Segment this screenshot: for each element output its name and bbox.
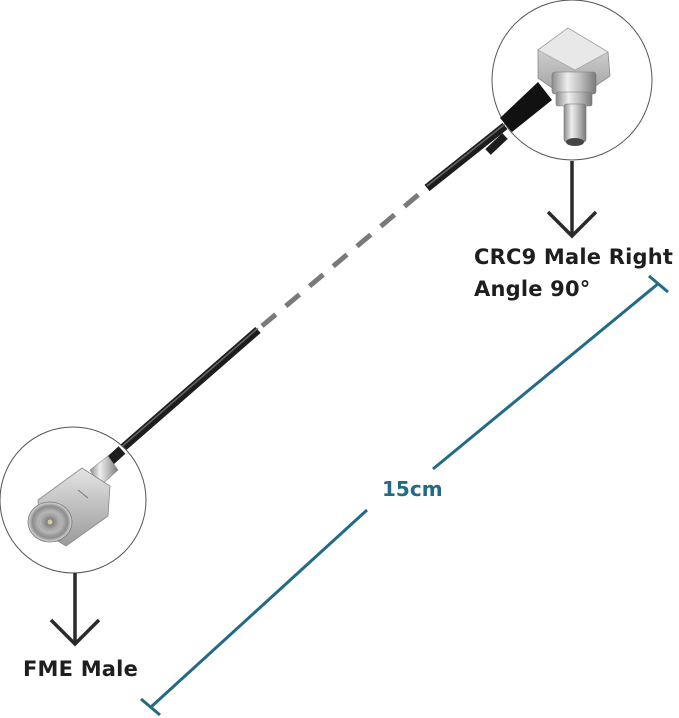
- cable-segment-upper: [424, 122, 508, 192]
- fme-connector-icon: [27, 446, 126, 547]
- cable-dashed-segment: [260, 188, 426, 328]
- dimension-line: [140, 274, 669, 717]
- crc9-connector-icon: [485, 27, 611, 155]
- dimension-end-cap-top: [648, 274, 669, 294]
- crc9-label-line-2: Angle 90°: [474, 277, 591, 301]
- cable: [115, 122, 508, 456]
- cable-segment-lower: [115, 326, 261, 456]
- dimension-line-lower: [149, 508, 369, 709]
- crc9-connector-callout: [485, 0, 653, 161]
- dimension-label: 15cm: [382, 477, 443, 501]
- crc9-arrow-icon: [546, 161, 598, 239]
- fme-connector-callout: [0, 426, 147, 574]
- crc9-label-line-1: CRC9 Male Right: [474, 245, 674, 269]
- fme-label: FME Male: [23, 657, 139, 681]
- dimension-line-upper: [432, 281, 660, 471]
- fme-arrow-icon: [49, 573, 101, 647]
- dimension-end-cap-bottom: [140, 697, 161, 717]
